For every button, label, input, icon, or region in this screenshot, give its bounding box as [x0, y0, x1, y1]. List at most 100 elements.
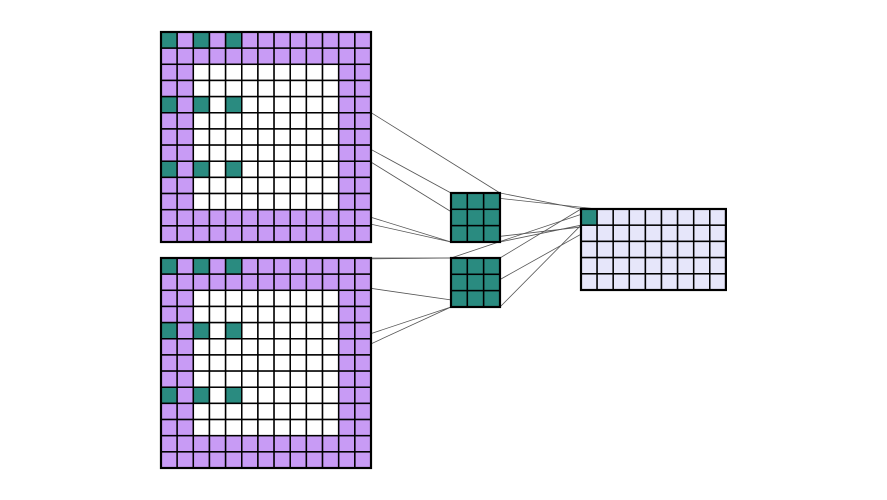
input-channel-1-cell [337, 128, 356, 146]
input-channel-2-cell [354, 257, 372, 275]
input-channel-2-cell [192, 402, 211, 421]
input-channel-2-cell [305, 338, 324, 356]
input-channel-2-cell [160, 451, 178, 469]
input-channel-1-cell [257, 208, 275, 227]
output-feature-map-cell [580, 224, 598, 243]
output-feature-map-cell [660, 273, 679, 291]
input-channel-2-cell [354, 338, 372, 356]
input-channel-2-cell [208, 305, 227, 324]
input-channel-1-cell [289, 208, 308, 227]
input-channel-2-cell [289, 354, 308, 372]
input-channel-2-cell [208, 418, 227, 437]
input-channel-1-cell [289, 47, 308, 66]
output-feature-map-cell [660, 240, 679, 259]
input-channel-2-cell [257, 402, 275, 421]
kernel-1-cell [450, 224, 469, 243]
connector-line [499, 208, 582, 259]
input-channel-1-cell [354, 225, 372, 243]
input-channel-1-cell [273, 31, 291, 49]
input-channel-1-cell [337, 31, 356, 49]
input-channel-2-cell [337, 289, 356, 308]
input-channel-1-cell [224, 47, 243, 66]
input-channel-1-cell [354, 79, 372, 98]
input-channel-2-cell [241, 257, 259, 275]
input-channel-1-cell [224, 208, 243, 227]
input-channel-1-cell [289, 112, 308, 130]
kernel-1-cell [466, 208, 485, 227]
input-channel-1-cell [160, 112, 178, 130]
input-channel-1-cell [160, 160, 178, 179]
output-feature-map-cell [628, 240, 647, 259]
input-channel-1-cell [208, 176, 227, 195]
input-channel-2-cell [337, 451, 356, 469]
kernel-2-cell [482, 273, 501, 292]
input-channel-2-cell [241, 386, 259, 405]
input-channel-1-cell [321, 192, 340, 211]
input-channel-2-cell [337, 418, 356, 437]
input-channel-1-cell [224, 144, 243, 162]
input-channel-2-cell [241, 289, 259, 308]
input-channel-2-cell [176, 370, 195, 388]
kernel-1-cell [466, 192, 485, 211]
input-channel-1-cell [305, 63, 324, 82]
kernel-2-cell [450, 257, 469, 276]
input-channel-1-cell [160, 128, 178, 146]
input-channel-2-cell [273, 451, 291, 469]
kernel-1 [449, 191, 502, 244]
input-channel-2-cell [354, 434, 372, 453]
input-channel-2-cell [289, 370, 308, 388]
input-channel-2-cell [241, 305, 259, 324]
input-channel-1-cell [354, 176, 372, 195]
kernel-2-cell [466, 273, 485, 292]
input-channel-2-cell [321, 321, 340, 340]
input-channel-2-cell [289, 402, 308, 421]
input-channel-2-cell [192, 386, 211, 405]
output-feature-map-cell [596, 224, 614, 243]
input-channel-2-cell [321, 451, 340, 469]
output-feature-map-cell [676, 273, 695, 291]
input-channel-1-cell [321, 160, 340, 179]
input-channel-1-cell [224, 176, 243, 195]
output-feature-map-cell [628, 256, 647, 275]
input-channel-1-cell [160, 63, 178, 82]
input-channel-1-cell [208, 79, 227, 98]
input-channel-1-cell [160, 192, 178, 211]
input-channel-1-cell [192, 63, 211, 82]
output-feature-map-cell [612, 256, 631, 275]
input-channel-1-cell [176, 192, 195, 211]
input-channel-1-cell [176, 63, 195, 82]
input-channel-2-cell [208, 451, 227, 469]
input-channel-1-cell [176, 112, 195, 130]
input-channel-1-cell [160, 79, 178, 98]
input-channel-2-cell [176, 321, 195, 340]
input-channel-2-cell [176, 305, 195, 324]
input-channel-1-cell [337, 79, 356, 98]
input-channel-1-cell [208, 31, 227, 49]
input-channel-1-cell [241, 225, 259, 243]
input-channel-1-cell [273, 63, 291, 82]
input-channel-1-cell [257, 47, 275, 66]
input-channel-2-cell [305, 418, 324, 437]
input-channel-1-cell [257, 176, 275, 195]
input-channel-1-cell [208, 112, 227, 130]
input-channel-1-cell [354, 192, 372, 211]
input-channel-2-cell [192, 305, 211, 324]
output-feature-map-cell [709, 256, 727, 275]
input-channel-2-cell [337, 338, 356, 356]
output-feature-map-cell [612, 273, 631, 291]
connector-line [499, 192, 582, 210]
input-channel-1-cell [257, 112, 275, 130]
input-channel-1-cell [176, 160, 195, 179]
input-channel-2-cell [192, 434, 211, 453]
input-channel-1-cell [321, 112, 340, 130]
output-feature-map-border [579, 207, 727, 292]
input-channel-1-cell [321, 208, 340, 227]
input-channel-1-cell [321, 144, 340, 162]
input-channel-2-cell [208, 289, 227, 308]
input-channel-2-cell [354, 305, 372, 324]
input-channel-2-cell [289, 289, 308, 308]
input-channel-1-cell [257, 79, 275, 98]
input-channel-1-cell [305, 192, 324, 211]
input-channel-2-cell [224, 402, 243, 421]
